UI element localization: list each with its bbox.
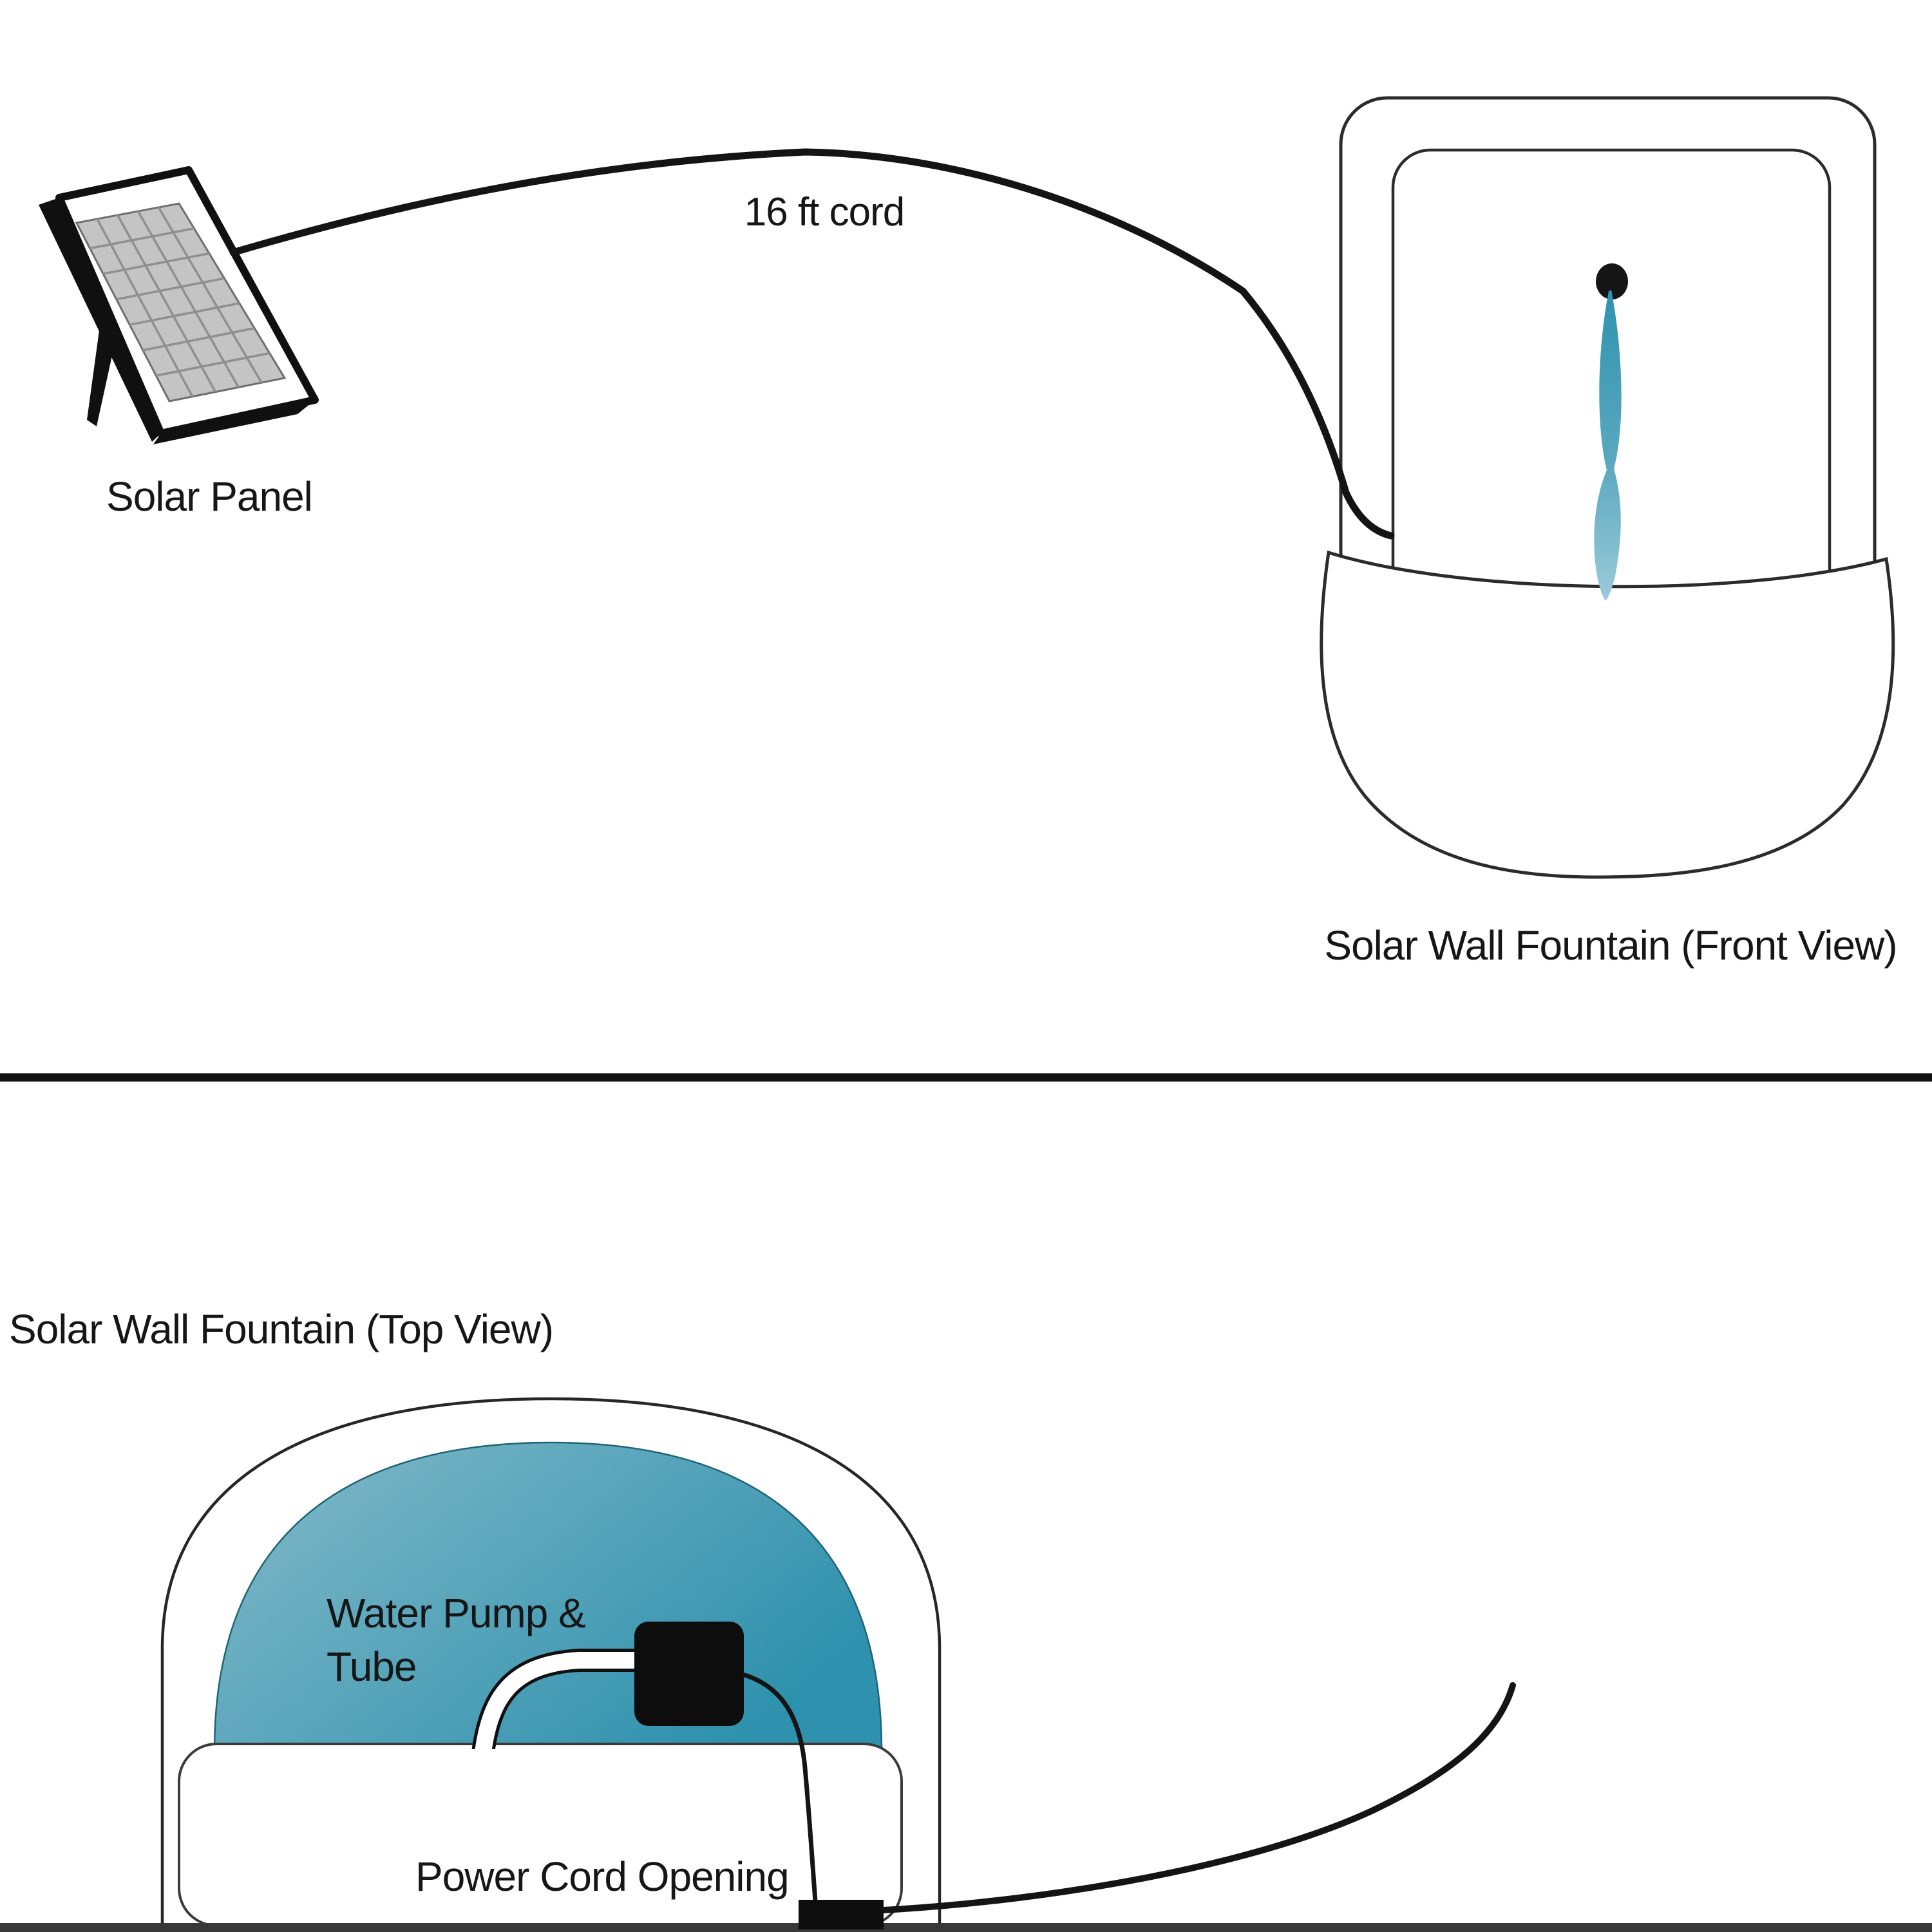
water-pump [634, 1622, 744, 1726]
fountain-top-view [0, 1397, 1932, 1932]
exiting-power-cord [880, 1682, 1516, 1913]
solar-panel-side-depth [39, 198, 161, 442]
solar-panel-label: Solar Panel [106, 473, 312, 520]
cord-length-label: 16 ft cord [744, 190, 904, 234]
pump-cord [742, 1672, 818, 1902]
power-cord-16ft [229, 148, 1395, 540]
pump-tube-label-line1: Water Pump & [327, 1590, 585, 1636]
water-tube [471, 1649, 636, 1749]
power-cord-opening-label: Power Cord Opening [415, 1853, 789, 1900]
ground-line [0, 1923, 1932, 1932]
pump-tube-label-line2: Tube [327, 1643, 417, 1690]
solar-panel-grid [90, 207, 270, 397]
fountain-water-stream [1594, 290, 1622, 601]
solar-panel-illustration [39, 166, 319, 444]
top-view-label: Solar Wall Fountain (Top View) [9, 1306, 553, 1352]
solar-panel-cells [75, 202, 287, 402]
fountain-front-view [1320, 96, 1895, 879]
fountain-spout-dot [1596, 263, 1628, 299]
fountain-basin [1320, 550, 1895, 879]
front-view-label: Solar Wall Fountain (Front View) [1324, 922, 1897, 969]
cord-connector [799, 1900, 884, 1929]
